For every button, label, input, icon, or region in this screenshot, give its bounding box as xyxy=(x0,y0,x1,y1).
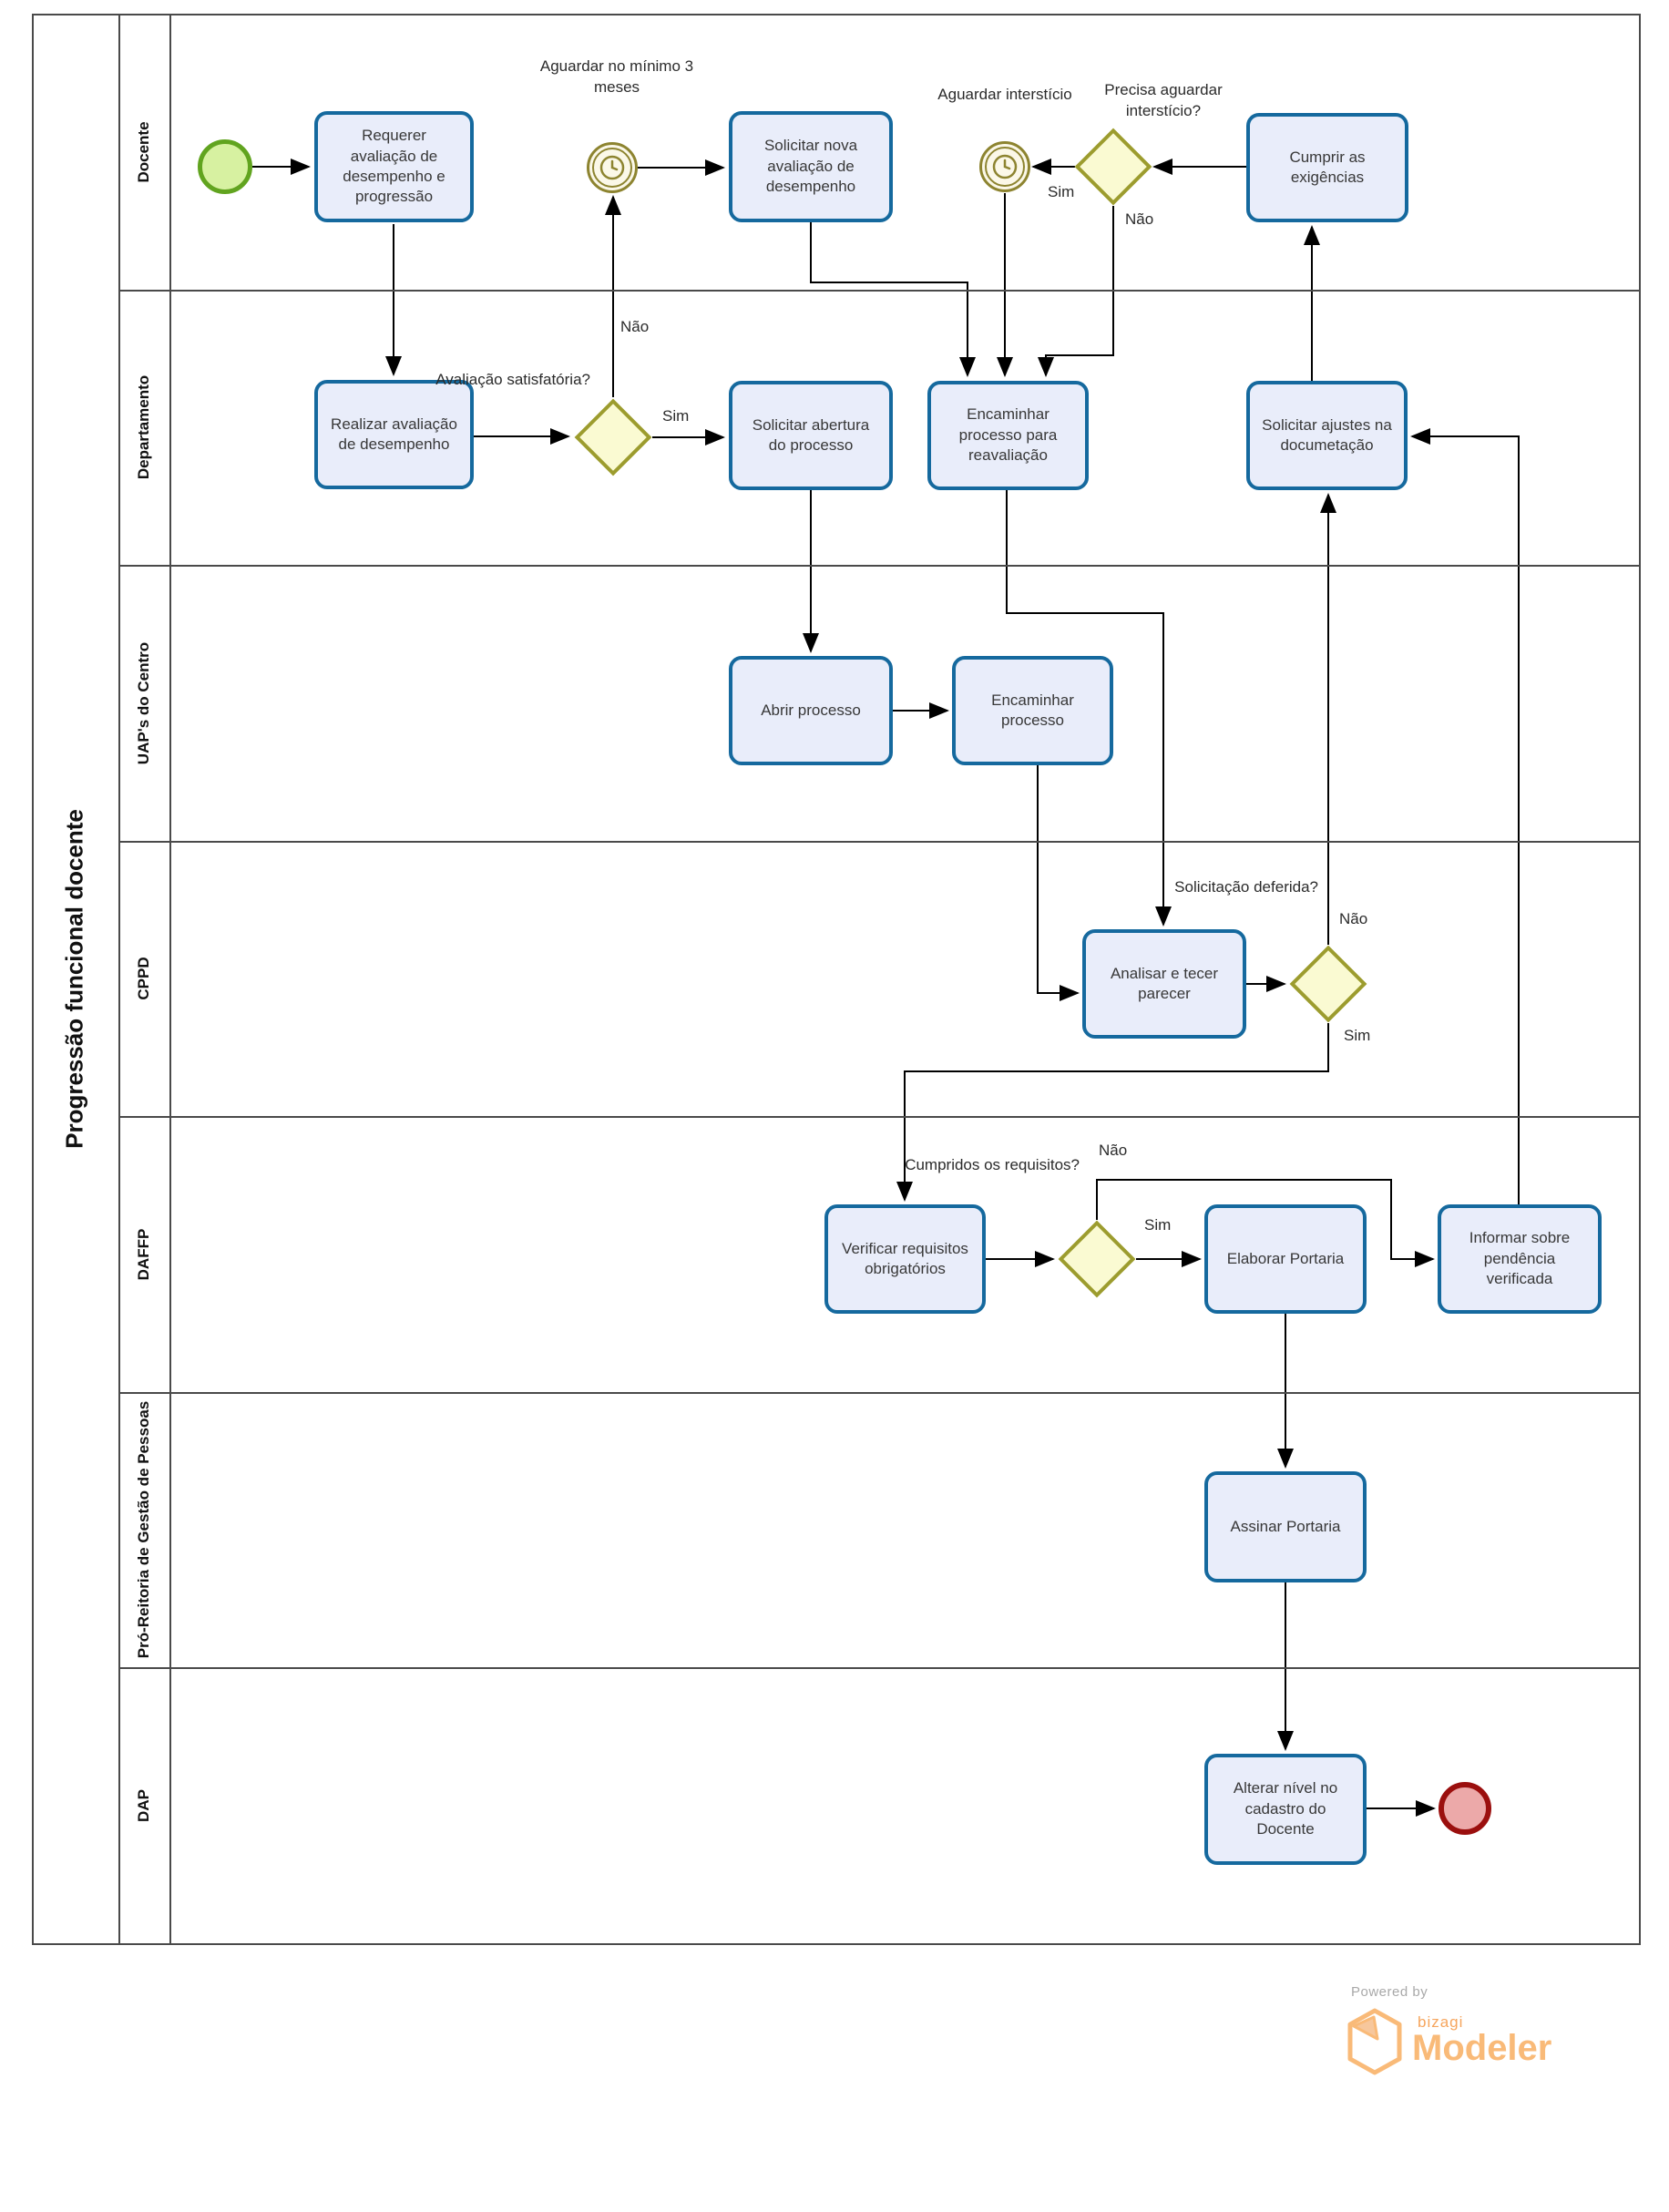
task-encaminhar-reavaliacao[interactable]: Encaminhar processo para reavaliação xyxy=(927,381,1089,490)
edge-label-avaliacao-sim: Sim xyxy=(662,407,690,425)
end-event[interactable] xyxy=(1439,1782,1491,1835)
edge-label-cumpridos-sim: Sim xyxy=(1144,1216,1172,1234)
pool-border xyxy=(32,14,1641,1945)
edge-label-cumpridos-nao: Não xyxy=(1099,1142,1128,1159)
start-event[interactable] xyxy=(198,139,252,194)
task-verificar-requisitos[interactable]: Verificar requisitos obrigatórios xyxy=(824,1204,986,1314)
task-assinar-portaria[interactable]: Assinar Portaria xyxy=(1204,1471,1367,1582)
lane-divider-4 xyxy=(118,1116,1639,1118)
flow-reavaliacao-to-analisar xyxy=(1006,490,1172,927)
label-gateway-solicitacao: Solicitação deferida? xyxy=(1174,878,1318,896)
pool-title: Progressão funcional docente xyxy=(60,808,88,1149)
lane-label-daffp: DAFFP xyxy=(135,1228,153,1280)
lane-label-cppd: CPPD xyxy=(135,957,153,1000)
task-encaminhar-processo[interactable]: Encaminhar processo xyxy=(952,656,1113,765)
lane-divider-2 xyxy=(118,565,1639,567)
task-abrir-processo[interactable]: Abrir processo xyxy=(729,656,893,765)
timer-icon xyxy=(985,147,1025,187)
task-analisar-parecer[interactable]: Analisar e tecer parecer xyxy=(1082,929,1246,1039)
modeler-product-text: Modeler xyxy=(1412,2028,1552,2068)
lane-label-departamento: Departamento xyxy=(135,374,153,480)
task-requerer-avaliacao[interactable]: Requerer avaliação de desempenho e progr… xyxy=(314,111,474,222)
pool-title-separator xyxy=(118,14,120,1943)
flow-gw-solicitacao-sim-to-verificar xyxy=(896,1023,1329,1202)
lane-divider-6 xyxy=(118,1667,1639,1669)
task-elaborar-portaria[interactable]: Elaborar Portaria xyxy=(1204,1204,1367,1314)
task-alterar-nivel[interactable]: Alterar nível no cadastro do Docente xyxy=(1204,1754,1367,1865)
edge-label-solicitacao-sim: Sim xyxy=(1344,1027,1371,1044)
powered-by-text: Powered by xyxy=(1351,1984,1428,2000)
lane-divider-5 xyxy=(118,1392,1639,1394)
bizagi-brand-text: bizagi xyxy=(1418,2013,1464,2031)
edge-label-avaliacao-nao: Não xyxy=(620,318,650,335)
task-informar-pendencia[interactable]: Informar sobre pendência verificada xyxy=(1438,1204,1602,1314)
task-realizar-avaliacao[interactable]: Realizar avaliação de desempenho xyxy=(314,380,474,489)
lane-label-dap: DAP xyxy=(135,1788,153,1822)
lane-label-docente: Docente xyxy=(135,120,153,183)
lane-label-separator xyxy=(169,14,171,1943)
task-solicitar-abertura[interactable]: Solicitar abertura do processo xyxy=(729,381,893,490)
label-gateway-avaliacao: Avaliação satisfatória? xyxy=(435,371,590,388)
lane-label-pro-reitoria: Pró-Reitoria de Gestão de Pessoas xyxy=(135,1400,153,1659)
edge-label-precisa-sim: Sim xyxy=(1048,183,1075,200)
lane-divider-1 xyxy=(118,290,1639,292)
timer-event-aguardar-intersticio[interactable] xyxy=(979,141,1030,192)
label-gateway-precisa-aguardar: Precisa aguardar interstício? xyxy=(1104,81,1223,119)
lane-label-uaps-do-centro: UAP's do Centro xyxy=(135,641,153,764)
edge-label-precisa-nao: Não xyxy=(1125,210,1154,228)
timer-icon xyxy=(592,148,632,188)
bizagi-logo-icon xyxy=(1346,2008,1403,2080)
task-solicitar-nova-avaliacao[interactable]: Solicitar nova avaliação de desempenho xyxy=(729,111,893,222)
flow-gw-precisa-nao-to-reavaliacao xyxy=(1038,206,1114,377)
flow-solicitar-nova-to-reavaliacao xyxy=(810,222,976,377)
flow-informar-to-ajustes xyxy=(1410,428,1520,1204)
label-timer-aguardar-meses: Aguardar no mínimo 3 meses xyxy=(539,57,694,96)
timer-event-aguardar-meses[interactable] xyxy=(587,142,638,193)
lane-divider-3 xyxy=(118,841,1639,843)
flow-gw-cumpridos-nao-to-informar xyxy=(1096,1179,1435,1267)
label-timer-aguardar-intersticio: Aguardar interstício xyxy=(937,86,1072,103)
task-solicitar-ajustes[interactable]: Solicitar ajustes na documetação xyxy=(1246,381,1408,490)
task-cumprir-exigencias[interactable]: Cumprir as exigências xyxy=(1246,113,1408,222)
label-gateway-cumpridos: Cumpridos os requisitos? xyxy=(905,1156,1080,1173)
edge-label-solicitacao-nao: Não xyxy=(1339,910,1368,927)
